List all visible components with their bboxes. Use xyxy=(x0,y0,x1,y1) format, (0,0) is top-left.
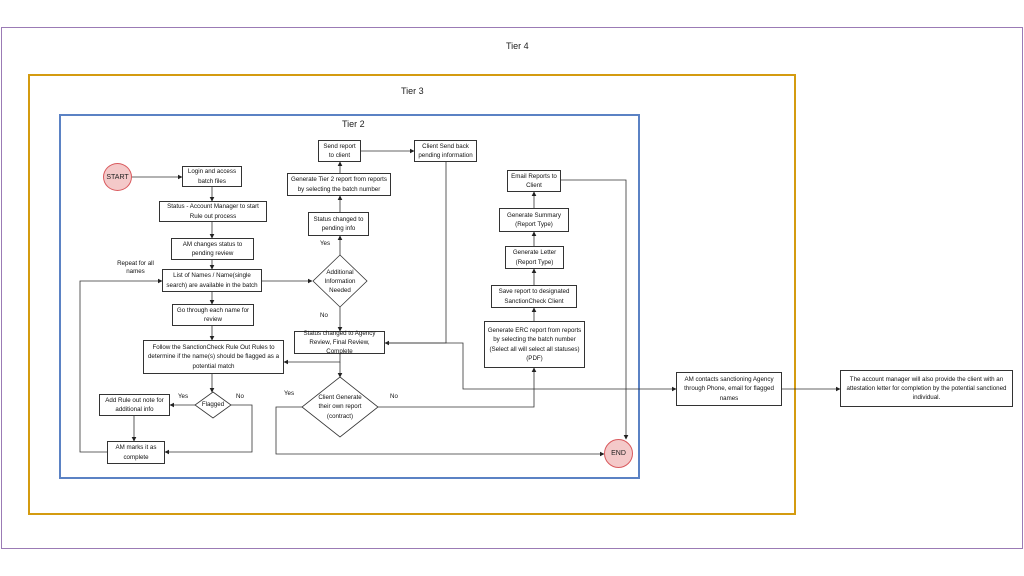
client-generate-yes-label: Yes xyxy=(284,390,295,397)
generate-letter-step: Generate Letter (Report Type) xyxy=(505,246,564,269)
tier-4-label: Tier 4 xyxy=(506,41,529,51)
status-pending-info-step: Status changed to pending info xyxy=(308,212,369,236)
status-agency-review-step: Status changed to Agency Review, Final R… xyxy=(294,330,385,355)
attestation-letter-step: The account manager will also provide th… xyxy=(840,370,1013,407)
flagged-no-label: No xyxy=(236,393,244,400)
client-generate-decision-shape xyxy=(301,376,379,438)
am-contacts-agency-step: AM contacts sanctioning Agency through P… xyxy=(676,372,782,406)
send-report-step: Send report to client xyxy=(318,140,361,162)
generate-summary-step: Generate Summary (Report Type) xyxy=(499,208,569,232)
start-terminal: START xyxy=(103,163,132,191)
additional-info-no-label: No xyxy=(320,312,328,319)
login-step: Login and access batch files xyxy=(182,166,242,187)
tier-2-label: Tier 2 xyxy=(342,119,365,129)
am-pending-review-step: AM changes status to pending review xyxy=(171,238,254,260)
tier-3-label: Tier 3 xyxy=(401,86,424,96)
tier-3-frame xyxy=(28,74,796,515)
tier-4-frame xyxy=(1,27,1023,549)
additional-info-decision-label: Additional Information Needed xyxy=(324,268,356,295)
flagged-decision-shape xyxy=(194,391,232,419)
save-report-step: Save report to designated SanctionCheck … xyxy=(491,285,577,308)
flagged-yes-label: Yes xyxy=(178,393,189,400)
additional-info-yes-label: Yes xyxy=(320,240,331,247)
tier-2-frame xyxy=(59,114,640,479)
list-of-names-step: List of Names / Name(single search) are … xyxy=(162,269,262,292)
client-generate-no-label: No xyxy=(390,393,398,400)
email-reports-step: Email Reports to Client xyxy=(507,170,561,192)
repeat-loop-label: Repeat for all names xyxy=(117,260,154,276)
flagged-decision-label: Flagged xyxy=(201,401,225,409)
add-rule-out-note-step: Add Rule out note for additional info xyxy=(99,394,170,416)
generate-erc-report-step: Generate ERC report from reports by sele… xyxy=(484,321,585,368)
client-send-back-step: Client Send back pending information xyxy=(414,140,477,162)
additional-info-decision-shape xyxy=(312,254,368,308)
follow-rule-out-rules-step: Follow the SanctionCheck Rule Out Rules … xyxy=(143,340,284,374)
am-marks-complete-step: AM marks it as complete xyxy=(107,441,165,464)
client-generate-decision-label: Client Generate their own report (contra… xyxy=(318,394,362,420)
end-terminal: END xyxy=(604,439,633,468)
generate-tier-2-report-step: Generate Tier 2 report from reports by s… xyxy=(287,173,391,196)
go-through-names-step: Go through each name for review xyxy=(172,304,254,326)
status-account-manager-step: Status - Account Manager to start Rule o… xyxy=(159,201,267,222)
